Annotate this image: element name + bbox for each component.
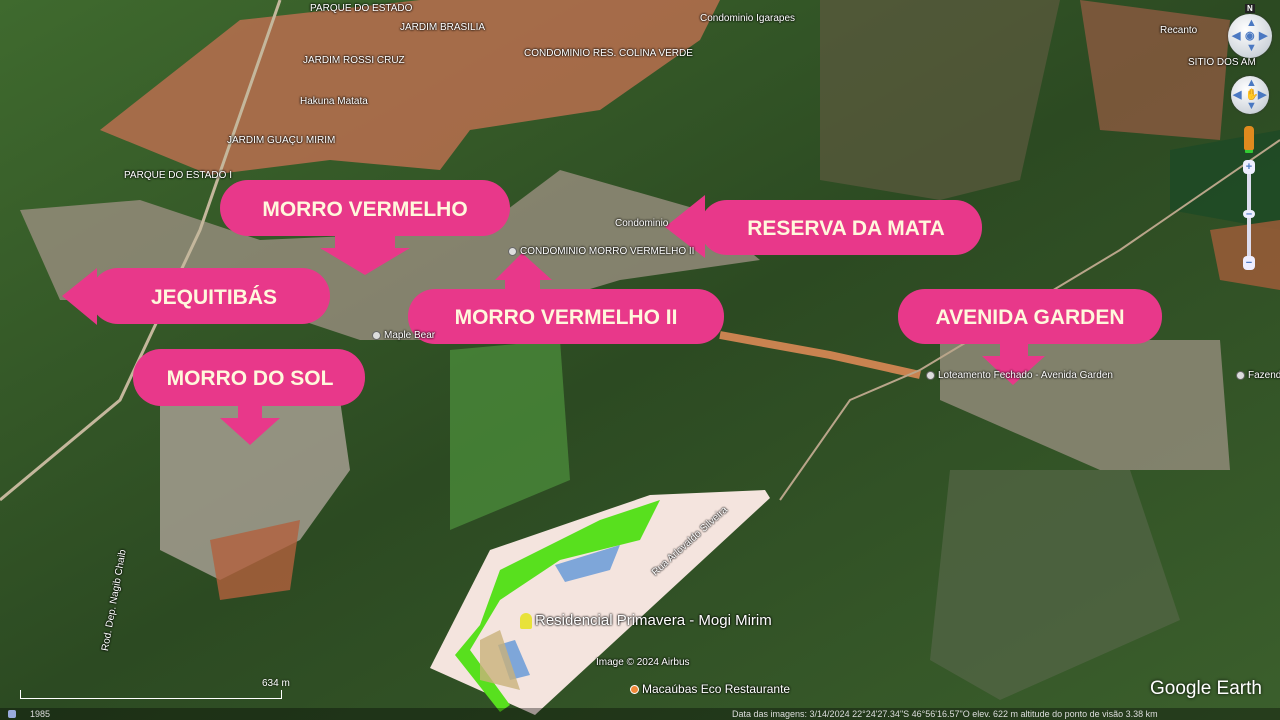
zoom-out-button[interactable]: −	[1243, 256, 1255, 270]
place-label[interactable]: Macaúbas Eco Restaurante	[630, 682, 790, 696]
place-label[interactable]: Loteamento Fechado - Avenida Garden	[926, 370, 1113, 381]
historical-imagery-icon[interactable]	[8, 710, 16, 718]
move-right-icon[interactable]: ▶	[1258, 89, 1267, 101]
callout-label: AVENIDA GARDEN	[935, 306, 1124, 329]
place-label[interactable]: Condominio Igarapes	[700, 13, 796, 24]
zoom-in-button[interactable]: +	[1243, 160, 1255, 174]
placemark-label: Residencial Primavera - Mogi Mirim	[535, 612, 772, 629]
callout-jequitibas: JEQUITIBÁS	[62, 268, 330, 325]
callout-reserva-da-mata: RESERVA DA MATA	[665, 195, 982, 258]
place-label[interactable]: Hakuna Matata	[300, 96, 368, 107]
restaurant-icon	[630, 685, 639, 695]
scale-bar	[20, 690, 282, 699]
move-control[interactable]: ▲ ◀ ▶ ▼ ✋	[1231, 76, 1269, 114]
place-label-text: CONDOMINIO MORRO VERMELHO II	[520, 246, 695, 257]
status-info: Data das imagens: 3/14/2024 22°24'27.34"…	[732, 709, 1158, 719]
look-right-icon[interactable]: ▶	[1259, 30, 1268, 42]
place-label[interactable]: PARQUE DO ESTADO	[310, 3, 413, 14]
place-label[interactable]: CONDOMINIO RES. COLINA VERDE	[524, 48, 693, 59]
zoom-slider-thumb[interactable]: –	[1243, 209, 1255, 220]
place-label-text: Macaúbas Eco Restaurante	[642, 682, 791, 696]
callout-label: MORRO VERMELHO II	[455, 306, 678, 329]
place-pin-icon	[926, 370, 935, 380]
pushpin-icon	[520, 613, 532, 630]
place-label-text: Loteamento Fechado - Avenida Garden	[938, 370, 1113, 381]
place-label[interactable]: SITIO DOS AM	[1188, 57, 1256, 68]
look-left-icon[interactable]: ◀	[1232, 30, 1241, 42]
north-indicator[interactable]: N	[1245, 4, 1255, 13]
google-earth-logo: Google Earth	[1150, 678, 1262, 699]
hand-icon: ✋	[1245, 89, 1259, 101]
place-label-text: Fazenda	[1248, 370, 1280, 381]
place-label-text: Maple Bear	[384, 330, 436, 341]
place-label[interactable]: Condominio	[615, 218, 669, 229]
place-pin-icon	[508, 246, 517, 256]
imagery-year[interactable]: 1985	[30, 709, 51, 719]
place-label[interactable]: JARDIM ROSSI CRUZ	[303, 55, 405, 66]
zoom-slider[interactable]: + – −	[1243, 160, 1255, 270]
move-down-icon[interactable]: ▼	[1246, 100, 1257, 112]
move-left-icon[interactable]: ◀	[1233, 89, 1242, 101]
callout-label: MORRO VERMELHO	[262, 198, 467, 221]
place-label[interactable]: CONDOMINIO MORRO VERMELHO II	[508, 246, 694, 257]
look-up-icon[interactable]: ▲	[1246, 17, 1257, 29]
callout-morro-do-sol: MORRO DO SOL	[133, 349, 365, 445]
look-down-icon[interactable]: ▼	[1246, 42, 1257, 54]
place-label[interactable]: PARQUE DO ESTADO I	[124, 170, 232, 181]
callout-morro-vermelho-ii: MORRO VERMELHO II	[408, 253, 724, 344]
place-label[interactable]: Fazenda	[1236, 370, 1280, 381]
eye-icon: ◉	[1245, 30, 1255, 42]
callout-avenida-garden: AVENIDA GARDEN	[898, 289, 1162, 385]
place-pin-icon	[372, 330, 381, 340]
callout-label: MORRO DO SOL	[167, 367, 334, 390]
featured-placemark[interactable]: Residencial Primavera - Mogi Mirim	[520, 612, 772, 630]
place-label[interactable]: Maple Bear	[372, 330, 435, 341]
place-pin-icon	[1236, 370, 1245, 380]
place-label[interactable]: Recanto	[1160, 25, 1198, 36]
scale-label: 634 m	[262, 678, 290, 689]
look-control[interactable]: N ▲ ◀ ▶ ▼ ◉	[1228, 4, 1272, 58]
move-up-icon[interactable]: ▲	[1246, 77, 1257, 89]
street-view-pegman-icon[interactable]	[1244, 126, 1254, 150]
place-label[interactable]: JARDIM BRASILIA	[400, 22, 486, 33]
status-bar: 1985 Data das imagens: 3/14/2024 22°24'2…	[0, 708, 1280, 720]
callout-label: JEQUITIBÁS	[151, 286, 277, 309]
callout-label: RESERVA DA MATA	[747, 217, 945, 240]
callout-morro-vermelho: MORRO VERMELHO	[220, 180, 510, 275]
place-label[interactable]: JARDIM GUAÇU MIRIM	[227, 135, 336, 146]
residential-plan-overlay	[430, 490, 770, 715]
imagery-credit: Image © 2024 Airbus	[596, 657, 690, 668]
